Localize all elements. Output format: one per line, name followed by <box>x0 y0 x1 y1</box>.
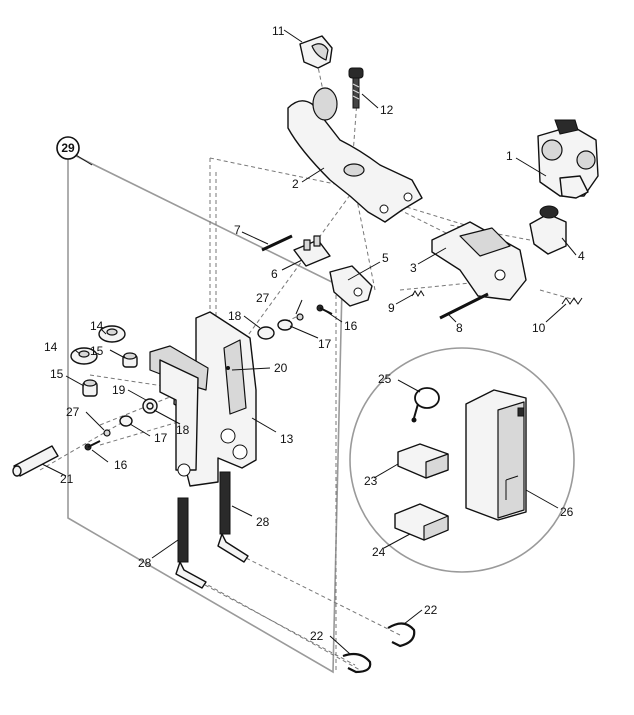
part-13-bracket <box>149 311 257 487</box>
part-18-washer-lower <box>146 402 154 410</box>
callout-25: 25 <box>378 372 392 386</box>
part-5-latch <box>329 265 373 307</box>
callout-28-b: 28 <box>138 556 152 570</box>
callout-5: 5 <box>382 251 389 265</box>
callout-23: 23 <box>364 474 378 488</box>
part-28-spring-b <box>217 471 249 563</box>
part-28-spring-a <box>175 497 207 589</box>
callout-27-upper: 27 <box>256 291 270 305</box>
part-18-washer-upper <box>257 326 275 340</box>
part-27-washer-lower <box>103 429 111 437</box>
part-14-nut-a <box>98 325 126 343</box>
callout-18-upper: 18 <box>228 309 242 323</box>
part-11-cap <box>299 35 333 69</box>
part-8-pin <box>439 292 489 320</box>
kit-29-badge <box>56 136 80 160</box>
kit-29-label: 29 <box>61 141 75 155</box>
callout-22-a: 22 <box>310 629 324 643</box>
callout-26: 26 <box>560 505 574 519</box>
kit-29-outline <box>67 150 343 674</box>
part-26-case <box>465 389 527 521</box>
part-16-screw-lower <box>84 440 101 451</box>
part-17-washer-upper <box>277 319 293 331</box>
callout-13: 13 <box>280 432 294 446</box>
callout-4: 4 <box>578 249 585 263</box>
part-10-spring <box>561 297 583 305</box>
callout-16-lower: 16 <box>114 458 128 472</box>
callout-10: 10 <box>532 321 546 335</box>
part-23-pad <box>397 443 449 479</box>
callout-21: 21 <box>60 472 74 486</box>
part-17-washer-lower <box>119 415 133 427</box>
part-15-insert-b <box>82 379 98 397</box>
part-22-clip-a <box>342 652 372 674</box>
part-2-arm <box>287 87 423 223</box>
callout-19: 19 <box>112 383 126 397</box>
part-22-clip-b <box>387 622 416 648</box>
callout-15-b: 15 <box>50 367 64 381</box>
callout-17-lower: 17 <box>154 431 168 445</box>
callout-8: 8 <box>456 321 463 335</box>
callout-27-lower: 27 <box>66 405 80 419</box>
callout-24: 24 <box>372 545 386 559</box>
callout-14-a: 14 <box>90 319 104 333</box>
callout-17-upper: 17 <box>318 337 332 351</box>
callout-9: 9 <box>388 301 395 315</box>
callout-7: 7 <box>234 223 241 237</box>
callout-28-a: 28 <box>256 515 270 529</box>
part-24-pad <box>394 503 449 541</box>
part-12-screw <box>348 67 364 109</box>
callout-14-b: 14 <box>44 340 58 354</box>
callout-3: 3 <box>410 261 417 275</box>
part-7-pin <box>261 234 293 252</box>
part-9-spring <box>411 290 425 297</box>
callout-22-b: 22 <box>424 603 438 617</box>
callout-16-upper: 16 <box>344 319 358 333</box>
part-20-point <box>226 366 230 370</box>
callout-11: 11 <box>272 24 285 38</box>
part-6-clip <box>293 235 331 267</box>
callout-1: 1 <box>506 149 513 163</box>
part-21-pin <box>12 445 59 477</box>
part-25-lanyard <box>411 387 440 423</box>
part-4-block <box>529 205 567 255</box>
callout-18-lower: 18 <box>176 423 190 437</box>
callout-12: 12 <box>380 103 394 117</box>
callout-15-a: 15 <box>90 344 104 358</box>
part-3-housing <box>431 221 527 301</box>
part-15-insert-a <box>122 352 138 368</box>
part-16-screw-upper <box>316 304 333 315</box>
leader-lines <box>41 29 577 655</box>
part-1-head <box>537 119 599 199</box>
callout-2: 2 <box>292 177 299 191</box>
callout-6: 6 <box>271 267 278 281</box>
part-27-washer-upper <box>296 313 304 321</box>
callout-20: 20 <box>274 361 288 375</box>
